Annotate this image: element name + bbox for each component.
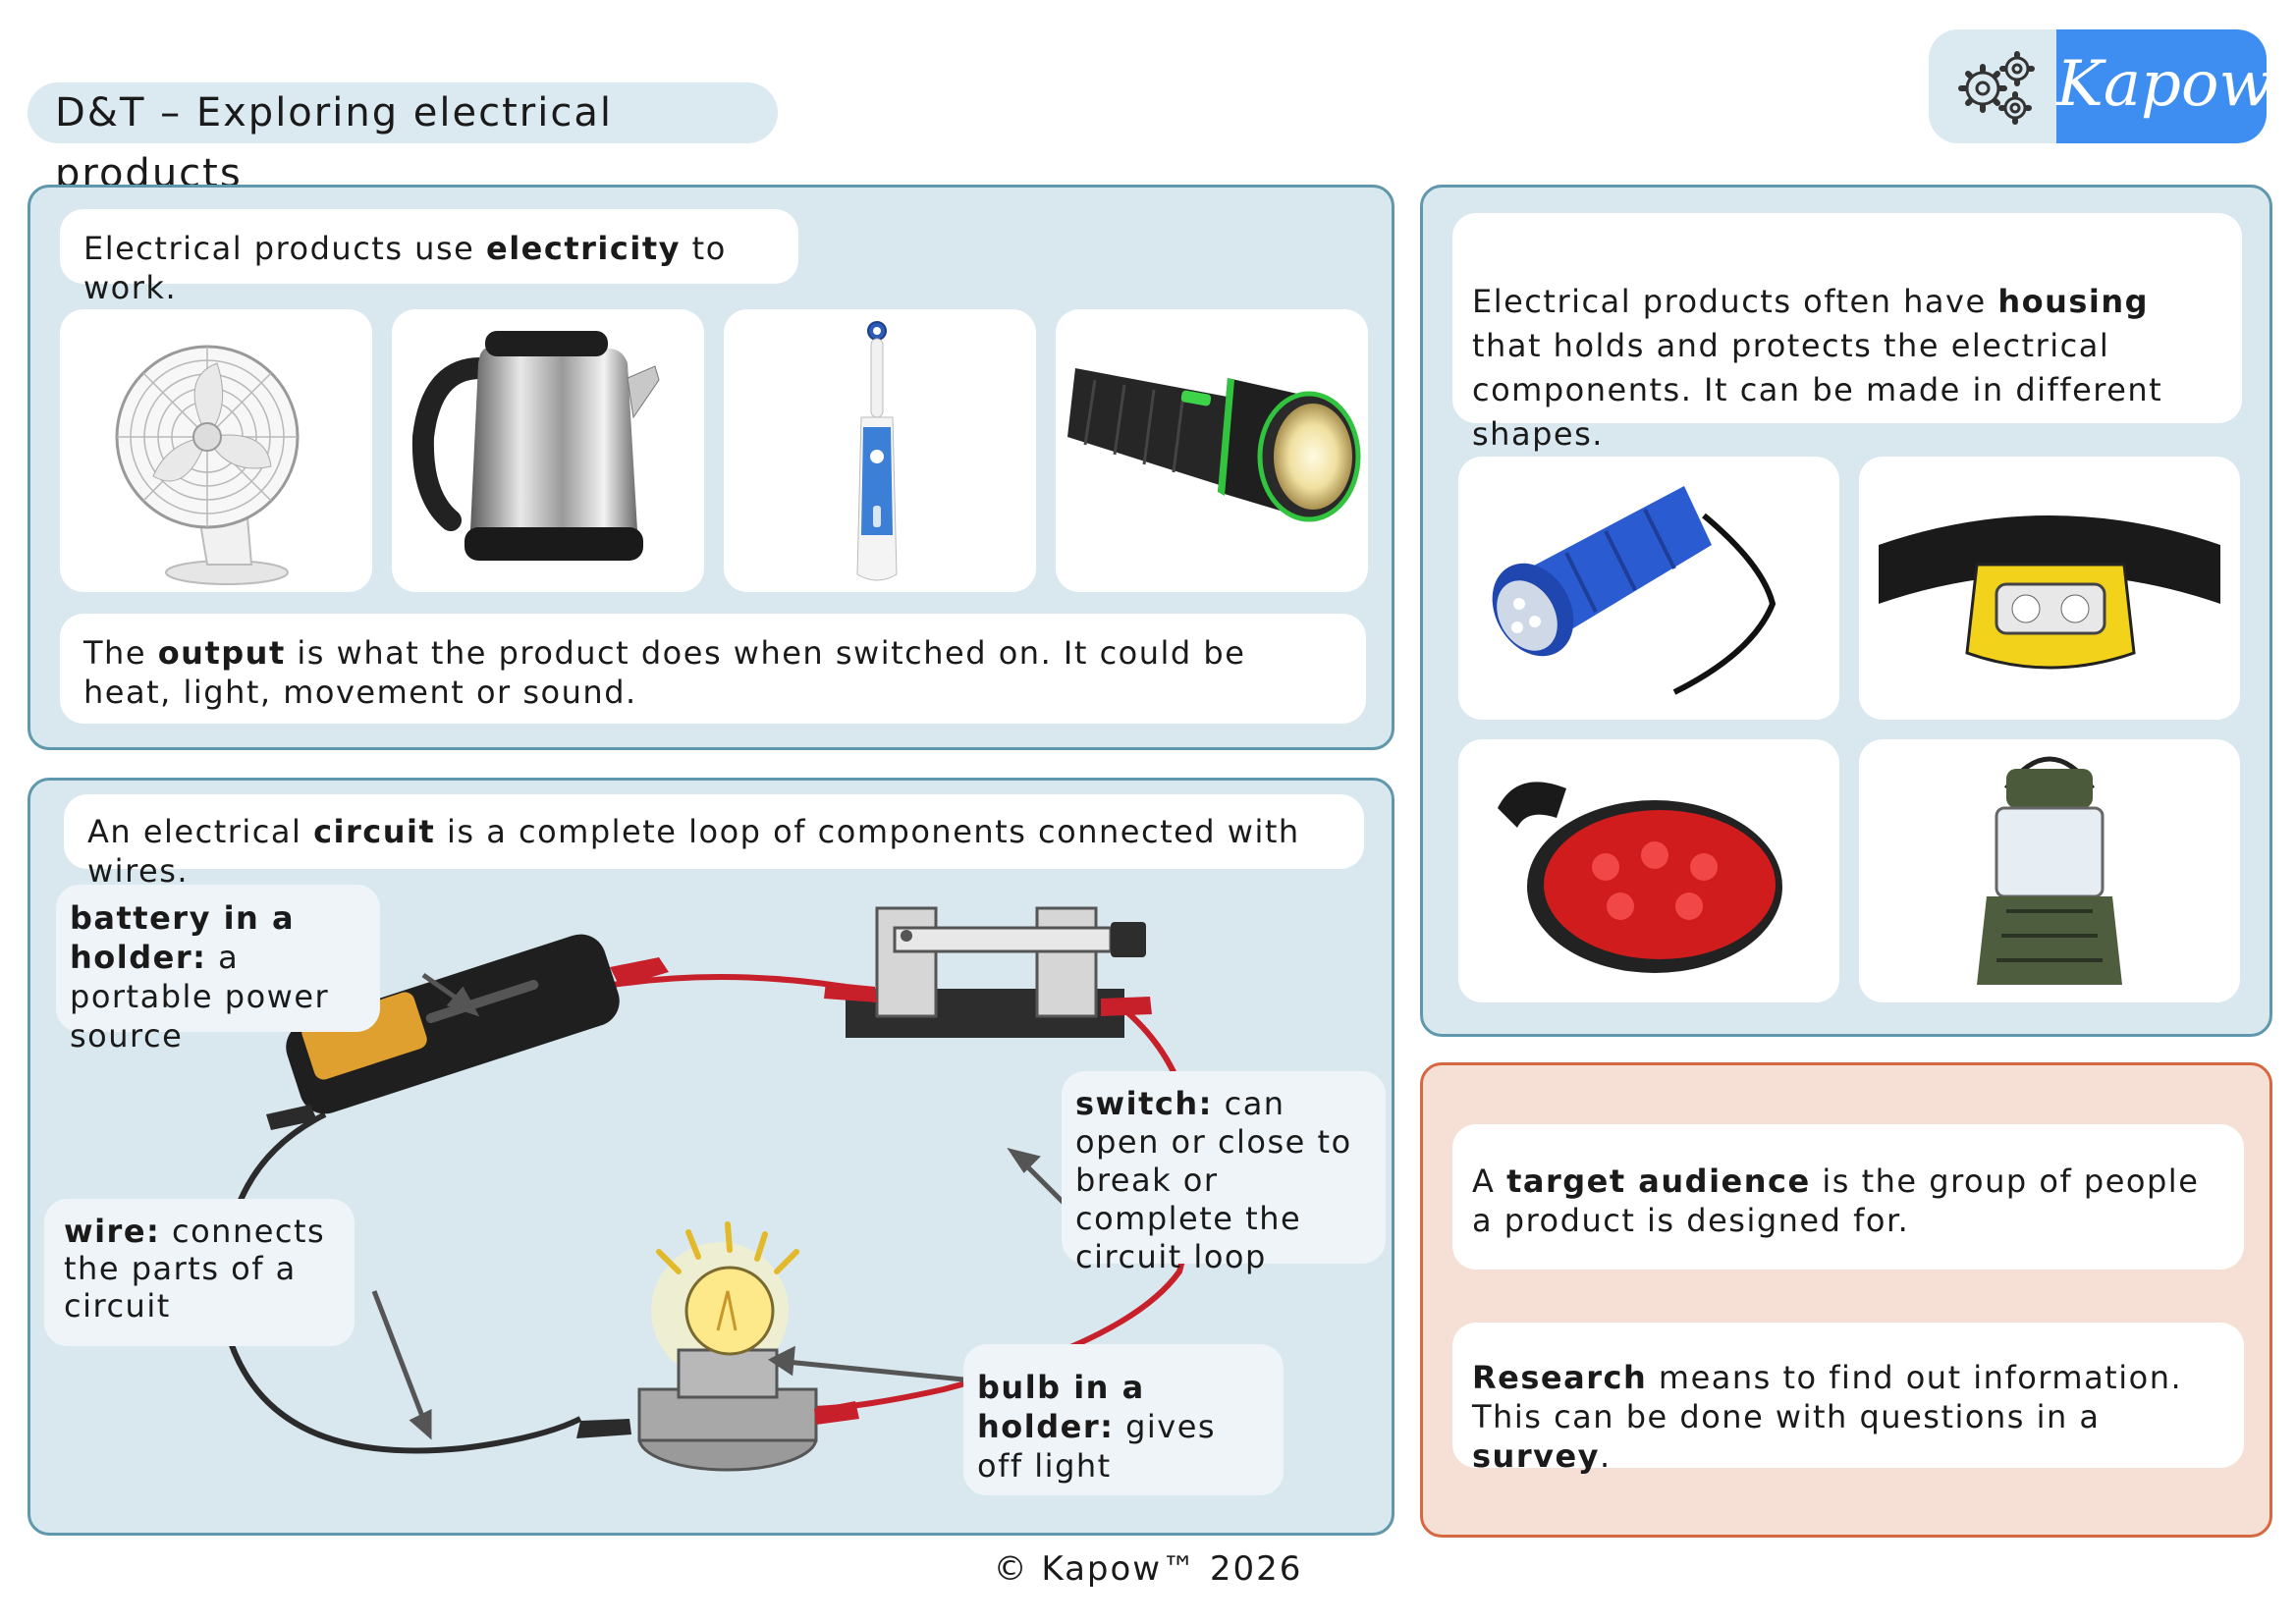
bulb-drawing: [576, 1221, 859, 1472]
page-title-text: D&T – Exploring electrical products: [55, 90, 613, 196]
black-wire-left: [221, 1111, 582, 1454]
circuit-panel: An electrical circuit is a complete loop…: [27, 778, 1394, 1536]
wire-label: wire: connects the parts of a circuit: [44, 1199, 355, 1346]
battery-label: battery in a holder: a portable power so…: [56, 885, 380, 1055]
gears-icon: [1929, 29, 2066, 143]
fan-image: [60, 309, 372, 592]
head-torch-image: [1859, 457, 2240, 720]
kettle-image: [392, 309, 704, 592]
switch-drawing: [824, 906, 1152, 1038]
circuit-diagram: [221, 906, 1198, 1472]
housing-panel: Electrical products often have housing t…: [1420, 185, 2272, 1037]
toothbrush-image: [724, 309, 1036, 592]
blue-torch-image: [1458, 457, 1839, 720]
copyright: © Kapow™ 2026: [993, 1549, 1303, 1589]
electricity-intro: Electrical products use electricity to w…: [60, 209, 798, 306]
lantern-image: [1859, 739, 2240, 1002]
circuit-definition: An electrical circuit is a complete loop…: [64, 794, 1364, 890]
research-definition: Research means to find out information. …: [1452, 1323, 2244, 1475]
page-title: D&T – Exploring electrical products: [27, 82, 778, 196]
target-audience-definition: A target audience is the group of people…: [1452, 1124, 2244, 1270]
kapow-logo: Kapow: [1929, 29, 2272, 143]
electricity-panel: Electrical products use electricity to w…: [27, 185, 1394, 750]
bulb-label: bulb in a holder: gives off light: [963, 1344, 1284, 1495]
output-definition: The output is what the product does when…: [60, 614, 1366, 724]
battery-holder-drawing: [266, 934, 669, 1130]
logo-wordmark: Kapow: [2056, 29, 2272, 143]
audience-panel: A target audience is the group of people…: [1420, 1062, 2272, 1538]
torch-image: [1056, 309, 1368, 592]
bike-light-image: [1458, 739, 1839, 1002]
housing-definition: Electrical products often have housing t…: [1452, 213, 2242, 453]
switch-label: switch: can open or close to break or co…: [1062, 1071, 1386, 1275]
